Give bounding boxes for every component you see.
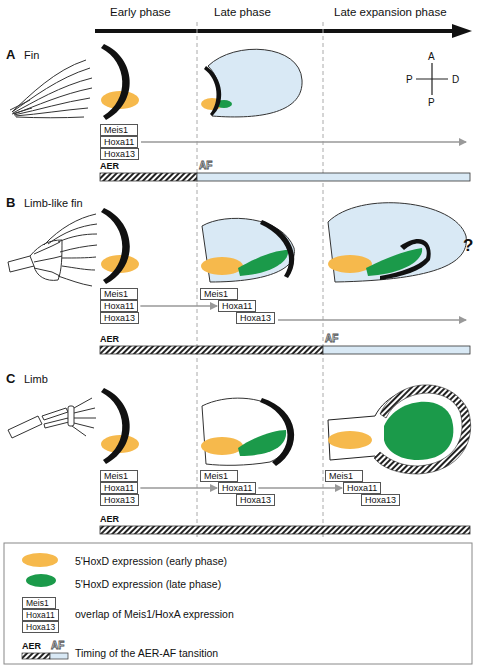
- gene-box: Hoxa13: [100, 494, 139, 506]
- gene-name: Hoxa13: [104, 495, 135, 505]
- gene-name: Hoxa13: [240, 313, 271, 323]
- label: D: [452, 73, 459, 86]
- gene-box: Hoxa13: [100, 148, 139, 160]
- label: AF: [51, 640, 64, 651]
- gene-name: Meis1: [104, 125, 134, 135]
- arrow-connector: [140, 305, 217, 307]
- gene-box: Hoxa13: [236, 494, 275, 506]
- legend-swatch: [26, 574, 56, 587]
- gene-name: Meis1: [204, 289, 234, 299]
- gene-box: Hoxa11: [100, 482, 138, 494]
- arrow-connector: [258, 487, 342, 489]
- label: Limb: [24, 373, 48, 386]
- gene-box: Hoxa11: [218, 300, 256, 312]
- label: Early phase: [110, 6, 171, 19]
- legend-gene-box: Hoxa13: [22, 621, 59, 633]
- label: Late phase: [214, 6, 271, 19]
- gene-box: Hoxa13: [100, 312, 139, 324]
- gene-name: Hoxa13: [240, 495, 271, 505]
- gene-name: Meis1: [104, 471, 134, 481]
- label: AER: [100, 334, 119, 345]
- label: Fin: [24, 49, 39, 62]
- gene-box: Meis1: [200, 288, 238, 300]
- gene-box: Hoxa11: [100, 136, 138, 148]
- gene-name: Hoxa11: [222, 483, 252, 493]
- label: Late expansion phase: [334, 6, 447, 19]
- gene-box: Meis1: [100, 470, 138, 482]
- gene-name: Meis1: [204, 471, 234, 481]
- legend-gene-box: Hoxa11: [22, 609, 59, 621]
- legend-text: Timing of the AER-AF tansition: [75, 647, 218, 660]
- gene-name: Hoxa11: [104, 301, 134, 311]
- label: AF: [325, 333, 338, 344]
- legend-text: overlap of Meis1/HoxA expression: [75, 608, 234, 621]
- gene-name: Hoxa13: [365, 495, 396, 505]
- gene-name: Hoxa11: [347, 483, 377, 493]
- gene-box: Hoxa11: [100, 300, 138, 312]
- label: AER: [22, 641, 41, 652]
- gene-name: Hoxa11: [104, 483, 134, 493]
- gene-box: Meis1: [325, 470, 363, 482]
- label: AF: [199, 160, 212, 171]
- gene-box: Hoxa13: [236, 312, 275, 324]
- gene-name: Hoxa11: [222, 301, 252, 311]
- gene-box: Hoxa13: [361, 494, 400, 506]
- label: P: [428, 96, 435, 109]
- gene-name: Hoxa11: [104, 137, 134, 147]
- gene-box: Meis1: [200, 470, 238, 482]
- label: Limb-like fin: [24, 197, 83, 210]
- legend-gene-box: Meis1: [22, 597, 56, 609]
- legend-swatch: [22, 553, 58, 567]
- gene-name: Meis1: [104, 289, 134, 299]
- arrow-connector: [140, 487, 217, 489]
- gene-box: Hoxa11: [218, 482, 256, 494]
- label: ?: [463, 236, 473, 255]
- gene-box: Meis1: [100, 288, 138, 300]
- label: A: [428, 50, 435, 63]
- legend-text: 5'HoxD expression (late phase): [75, 578, 221, 591]
- label: A: [6, 48, 15, 61]
- label: AER: [100, 514, 119, 525]
- gene-name: Meis1: [329, 471, 359, 481]
- gene-box: Meis1: [100, 124, 138, 136]
- gene-box: Hoxa11: [343, 482, 381, 494]
- label: B: [6, 196, 15, 209]
- label: AER: [100, 161, 119, 172]
- legend-text: 5'HoxD expression (early phase): [75, 555, 227, 568]
- label: C: [6, 372, 15, 385]
- gene-name: Hoxa13: [104, 149, 135, 159]
- label: P: [406, 73, 413, 86]
- gene-name: Hoxa13: [104, 313, 135, 323]
